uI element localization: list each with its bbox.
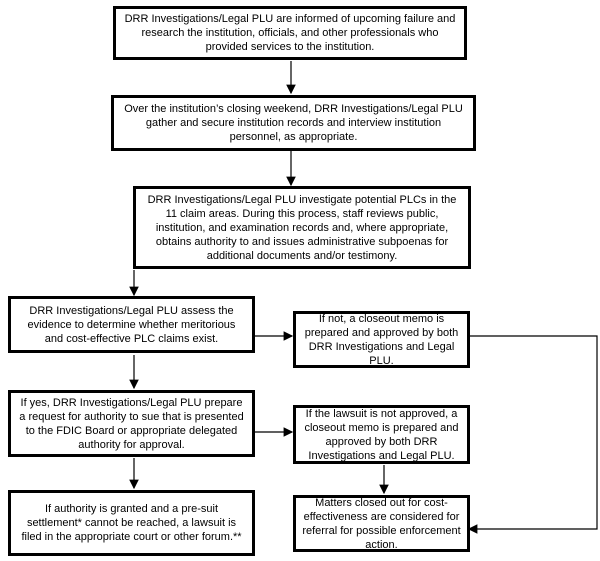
side-2-text: If the lawsuit is not approved, a closeo…: [304, 407, 459, 462]
step-2-box: Over the institution’s closing weekend, …: [111, 95, 476, 151]
side-2-box: If the lawsuit is not approved, a closeo…: [293, 405, 470, 464]
side-3-text: Matters closed out for cost-effectivenes…: [302, 496, 461, 551]
arrow-side1-to-side3: [467, 335, 598, 534]
step-4-box: DRR Investigations/Legal PLU assess the …: [8, 296, 255, 353]
step-5-text: If yes, DRR Investigations/Legal PLU pre…: [19, 396, 244, 451]
step-6-box: If authority is granted and a pre-suit s…: [8, 490, 255, 556]
step-2-text: Over the institution’s closing weekend, …: [124, 103, 463, 143]
step-4-text: DRR Investigations/Legal PLU assess the …: [27, 304, 236, 345]
side-1-box: If not, a closeout memo is prepared and …: [293, 311, 470, 368]
step-1-text: DRR Investigations/Legal PLU are informe…: [124, 13, 456, 53]
step-6-text: If authority is granted and a pre-suit s…: [21, 503, 242, 543]
side-3-box: Matters closed out for cost-effectivenes…: [293, 495, 470, 552]
step-1-box: DRR Investigations/Legal PLU are informe…: [113, 6, 467, 60]
step-3-text: DRR Investigations/Legal PLU investigate…: [147, 193, 457, 262]
step-3-box: DRR Investigations/Legal PLU investigate…: [133, 186, 471, 269]
step-5-box: If yes, DRR Investigations/Legal PLU pre…: [8, 390, 255, 457]
side-1-text: If not, a closeout memo is prepared and …: [304, 312, 459, 367]
